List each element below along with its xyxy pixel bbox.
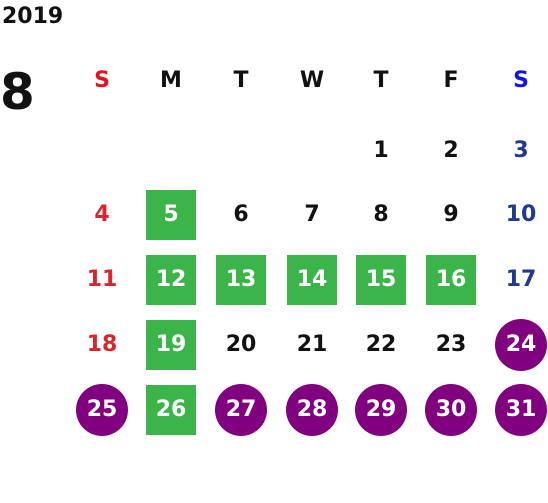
weekday-header: T — [373, 68, 389, 93]
calendar-day-21[interactable]: 21 — [296, 332, 328, 357]
calendar-day-9[interactable]: 9 — [443, 202, 459, 227]
calendar-day-29[interactable]: 29 — [355, 384, 407, 436]
calendar-day-11[interactable]: 11 — [86, 267, 118, 292]
calendar-day-3[interactable]: 3 — [513, 138, 529, 163]
calendar-day-2[interactable]: 2 — [443, 138, 459, 163]
calendar-day-24[interactable]: 24 — [495, 319, 547, 371]
calendar-day-10[interactable]: 10 — [505, 202, 537, 227]
calendar-day-25[interactable]: 25 — [76, 384, 128, 436]
calendar-day-17[interactable]: 17 — [505, 267, 537, 292]
calendar-day-1[interactable]: 1 — [373, 138, 389, 163]
calendar-month: 8 — [0, 63, 35, 121]
calendar-day-23[interactable]: 23 — [435, 332, 467, 357]
weekday-header: S — [94, 68, 110, 93]
calendar-day-15[interactable]: 15 — [356, 255, 406, 305]
weekday-header: F — [443, 68, 459, 93]
weekday-header: T — [233, 68, 249, 93]
weekday-header: S — [513, 68, 529, 93]
weekday-header: M — [160, 68, 182, 93]
calendar-day-26[interactable]: 26 — [146, 385, 196, 435]
calendar-day-30[interactable]: 30 — [425, 384, 477, 436]
calendar-day-27[interactable]: 27 — [215, 384, 267, 436]
calendar-year: 2019 — [2, 4, 64, 29]
calendar-day-16[interactable]: 16 — [426, 255, 476, 305]
calendar-day-19[interactable]: 19 — [146, 320, 196, 370]
calendar-day-7[interactable]: 7 — [304, 202, 320, 227]
calendar-day-20[interactable]: 20 — [225, 332, 257, 357]
calendar-day-6[interactable]: 6 — [233, 202, 249, 227]
calendar-day-22[interactable]: 22 — [365, 332, 397, 357]
calendar-day-14[interactable]: 14 — [287, 255, 337, 305]
calendar-day-5[interactable]: 5 — [146, 190, 196, 240]
calendar-day-4[interactable]: 4 — [94, 202, 110, 227]
weekday-header: W — [299, 68, 325, 93]
calendar-day-31[interactable]: 31 — [495, 384, 547, 436]
calendar-day-13[interactable]: 13 — [216, 255, 266, 305]
calendar-day-12[interactable]: 12 — [146, 255, 196, 305]
calendar-day-8[interactable]: 8 — [373, 202, 389, 227]
calendar-day-28[interactable]: 28 — [286, 384, 338, 436]
calendar-day-18[interactable]: 18 — [86, 332, 118, 357]
